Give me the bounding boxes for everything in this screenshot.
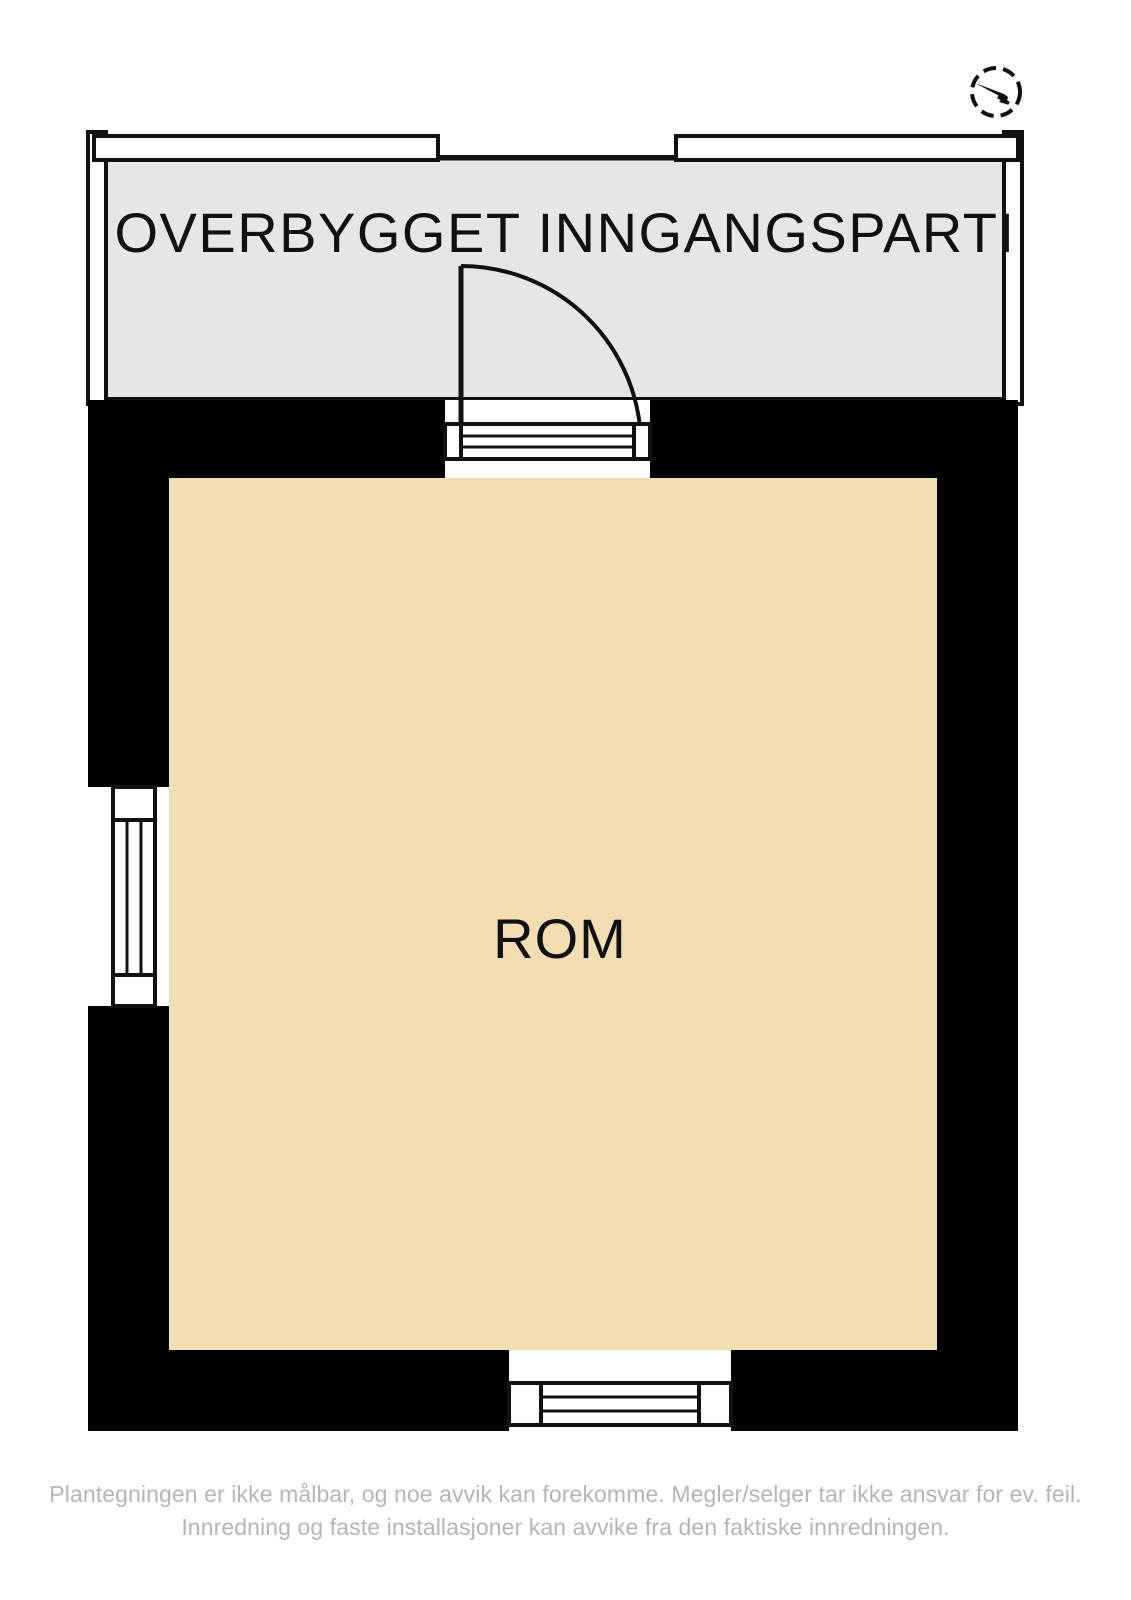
- window-bottom-panel: [539, 1381, 701, 1427]
- entry-door-group: [443, 264, 652, 478]
- wall-left-upper: [88, 400, 169, 787]
- canopy-left-post: [86, 130, 108, 406]
- footer-disclaimer: Plantegningen er ikke målbar, og noe avv…: [0, 1478, 1131, 1544]
- canopy-label: OVERBYGGET INNGANGSPARTI: [114, 201, 1015, 264]
- canopy-roof-band-left: [92, 134, 440, 162]
- footer-line-1: Plantegningen er ikke målbar, og noe avv…: [49, 1481, 1082, 1507]
- compass-ring: [970, 66, 1022, 118]
- compass-group: [970, 66, 1022, 118]
- room-floor: [169, 478, 937, 1350]
- room-label: ROM: [493, 907, 627, 970]
- wall-bottom-right: [731, 1350, 1018, 1431]
- canopy-group: OVERBYGGET INNGANGSPARTI: [86, 130, 1024, 406]
- canopy-right-post: [1002, 130, 1024, 406]
- footer-line-2: Innredning og faste installasjoner kan a…: [181, 1514, 950, 1540]
- walls-group: [88, 400, 1018, 1431]
- wall-right: [937, 400, 1018, 1431]
- window-left-panel: [111, 818, 157, 977]
- window-left-group: [111, 785, 157, 1008]
- wall-bottom-left: [88, 1350, 509, 1431]
- compass-needle-tail-icon: [997, 95, 1010, 105]
- window-bottom-group: [507, 1381, 733, 1427]
- canopy-fill: [92, 155, 1019, 401]
- door-threshold-panel: [459, 422, 636, 461]
- door-swing-arc: [460, 264, 643, 444]
- canopy-roof-band-right: [674, 134, 1020, 162]
